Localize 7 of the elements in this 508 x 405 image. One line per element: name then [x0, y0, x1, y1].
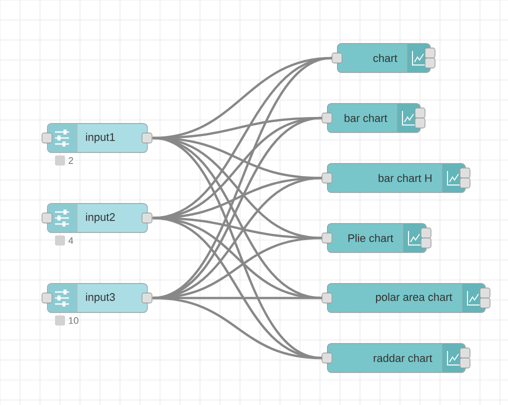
status-text: 2	[68, 157, 74, 164]
wire	[152, 56, 332, 220]
wire	[152, 216, 322, 360]
wire	[152, 296, 322, 360]
wire	[152, 176, 322, 300]
status-text: 4	[68, 237, 74, 244]
status-text: 10	[68, 317, 78, 324]
